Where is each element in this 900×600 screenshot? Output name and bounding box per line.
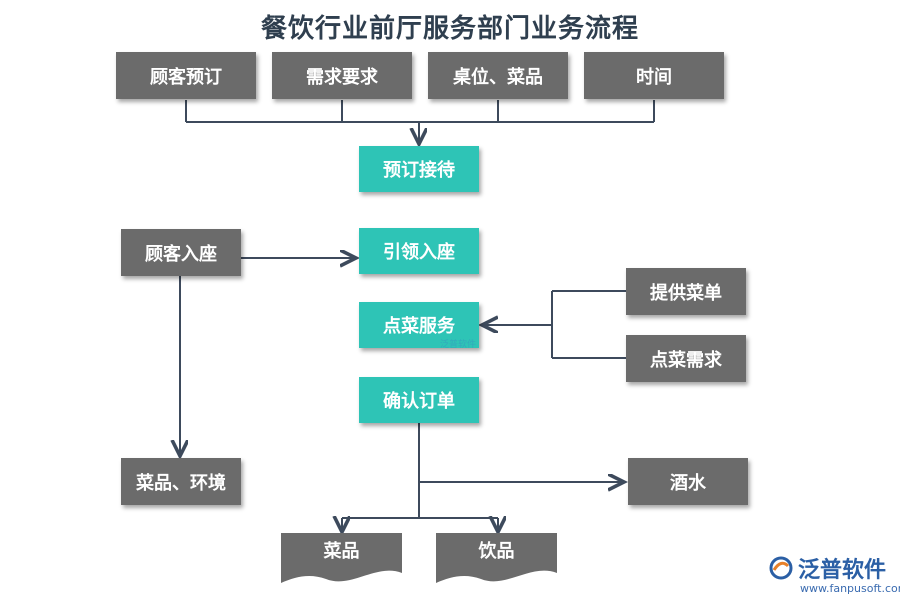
- document-shape: [281, 533, 402, 583]
- input-customer-booking: 顾客预订: [116, 52, 256, 99]
- node-guest-seated: 顾客入座: [121, 229, 241, 276]
- node-reservation-reception: 预订接待: [359, 146, 479, 192]
- node-confirm-order: 确认订单: [359, 377, 479, 423]
- node-provide-menu: 提供菜单: [626, 268, 746, 315]
- node-wine: 酒水: [628, 458, 748, 505]
- input-time: 时间: [584, 52, 724, 99]
- node-guide-seat: 引领入座: [359, 228, 479, 274]
- watermark: 泛普软件: [440, 340, 477, 350]
- doc-dishes-label: 菜品: [323, 541, 360, 562]
- brand-name: 泛普软件: [798, 558, 887, 583]
- input-requirements: 需求要求: [272, 52, 412, 99]
- brand-swirl-icon: [769, 556, 793, 580]
- doc-drinks: 饮品: [436, 533, 557, 585]
- doc-drinks-label: 饮品: [478, 541, 515, 562]
- diagram-title: 餐饮行业前厅服务部门业务流程: [260, 14, 639, 44]
- node-dishes-environment: 菜品、环境: [121, 458, 241, 505]
- node-order-service: 点菜服务: [359, 302, 479, 348]
- input-table-dishes: 桌位、菜品: [428, 52, 568, 99]
- doc-dishes: 菜品: [281, 533, 402, 585]
- node-order-needs: 点菜需求: [626, 335, 746, 382]
- document-shape: [436, 533, 557, 583]
- brand-logo: 泛普软件: [768, 552, 886, 584]
- brand-url: www.fanpusoft.com: [800, 582, 900, 595]
